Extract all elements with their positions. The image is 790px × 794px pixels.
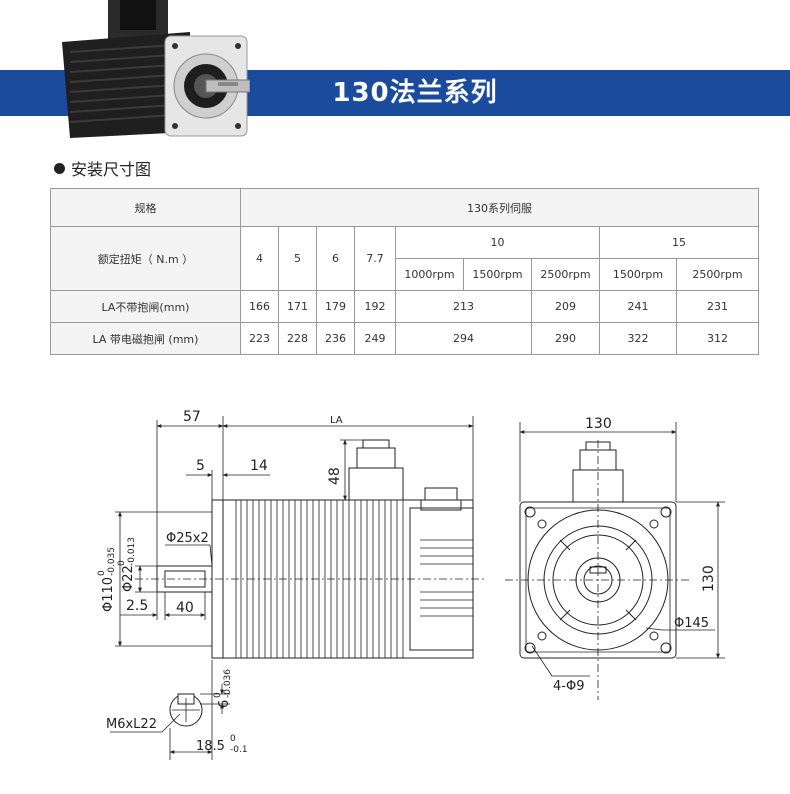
dim-la: LA	[330, 415, 343, 426]
dim-phi110: Φ110	[101, 577, 116, 612]
table-row: LA 带电磁抱闸 (mm) 223 228 236 249 294 290 32…	[50, 322, 760, 355]
dim-m6: M6xL22	[106, 717, 157, 732]
dim-front-130-height: 130	[701, 565, 717, 592]
torque-cell: 5	[278, 226, 317, 291]
row-label-cell: LA不带抱闸(mm)	[50, 290, 241, 323]
speed-cell: 1000rpm	[395, 258, 464, 291]
dim-18-5: 18.5	[196, 739, 225, 754]
dim-18-5-tol-low: -0.1	[230, 745, 248, 755]
dim-holes: 4-Φ9	[553, 679, 584, 694]
value-cell: 236	[316, 322, 355, 355]
dim-14: 14	[250, 458, 268, 474]
dim-phi25: Φ25x2	[166, 531, 209, 546]
section-heading: 安装尺寸图	[54, 156, 151, 180]
torque-cell: 10	[395, 226, 600, 259]
dim-phi22-tol-up: 0	[117, 560, 127, 566]
dim-phi22: Φ22	[121, 565, 136, 592]
dim-48: 48	[327, 467, 343, 485]
section-heading-text: 安装尺寸图	[71, 160, 152, 179]
value-cell: 223	[240, 322, 279, 355]
value-cell: 166	[240, 290, 279, 323]
dim-6-tol-low: -0.036	[223, 669, 233, 698]
dim-6: 6	[217, 700, 232, 708]
bullet-dot-icon	[54, 162, 65, 174]
dim-5: 5	[196, 458, 205, 474]
dim-phi145: Φ145	[674, 616, 709, 631]
speed-cell: 1500rpm	[599, 258, 677, 291]
dim-front-130-width: 130	[585, 416, 612, 432]
servo-motor-photo	[62, 0, 250, 138]
value-cell: 249	[354, 322, 396, 355]
spec-table: 规格 130系列伺服 额定扭矩（ N.m ） 4 5 6 7.7 10 15 1…	[50, 188, 760, 355]
dim-2-5: 2.5	[126, 598, 148, 614]
dim-phi22-group: Φ22 0 -0.013	[117, 537, 137, 592]
dim-phi22-tol-low: -0.013	[127, 537, 137, 566]
torque-row: 额定扭矩（ N.m ） 4 5 6 7.7 10 15	[50, 226, 760, 291]
value-cell: 192	[354, 290, 396, 323]
value-cell: 290	[531, 322, 600, 355]
dim-6-tol-up: 0	[213, 692, 223, 698]
dim-phi110-group: Φ110 0 -0.035	[97, 547, 117, 612]
value-cell: 312	[675, 322, 760, 355]
speed-row: 1000rpm 1500rpm 2500rpm 1500rpm 2500rpm	[51, 258, 760, 291]
dim-phi110-tol-low: -0.035	[107, 547, 117, 576]
speed-cell: 2500rpm	[675, 258, 760, 291]
value-cell: 209	[531, 290, 600, 323]
torque-cell: 7.7	[354, 226, 396, 291]
value-cell: 241	[599, 290, 677, 323]
torque-label-cell: 额定扭矩（ N.m ）	[50, 226, 241, 291]
dim-57: 57	[183, 409, 201, 425]
dim-18-5-tol-up: 0	[230, 734, 236, 744]
value-cell: 179	[316, 290, 355, 323]
speed-cell: 1500rpm	[463, 258, 532, 291]
series-label-cell: 130系列伺服	[239, 188, 760, 227]
value-cell: 231	[675, 290, 760, 323]
table-row: LA不带抱闸(mm) 166 171 179 192 213 209 241 2…	[50, 290, 760, 323]
dimension-drawing: 57 LA 5 14 48 Φ25x2 Φ22 0 -0.013 Φ110 0 …	[97, 409, 725, 760]
value-cell: 213	[395, 290, 532, 323]
dim-6-group: 6 0 -0.036	[213, 669, 233, 708]
spec-label-cell: 规格	[50, 188, 241, 227]
row-label-cell: LA 带电磁抱闸 (mm)	[50, 322, 241, 355]
torque-cell: 15	[598, 226, 760, 259]
dim-phi110-tol-up: 0	[97, 570, 107, 576]
value-cell: 322	[599, 322, 677, 355]
torque-cell: 6	[316, 226, 355, 291]
dim-40: 40	[176, 600, 194, 616]
speed-cell: 2500rpm	[531, 258, 600, 291]
shaft-end-detail	[110, 660, 230, 760]
banner-title: 130法兰系列	[332, 78, 498, 108]
torque-cell: 4	[240, 226, 279, 291]
value-cell: 294	[395, 322, 532, 355]
table-header-row: 规格 130系列伺服	[50, 188, 760, 227]
value-cell: 171	[278, 290, 317, 323]
value-cell: 228	[278, 322, 317, 355]
